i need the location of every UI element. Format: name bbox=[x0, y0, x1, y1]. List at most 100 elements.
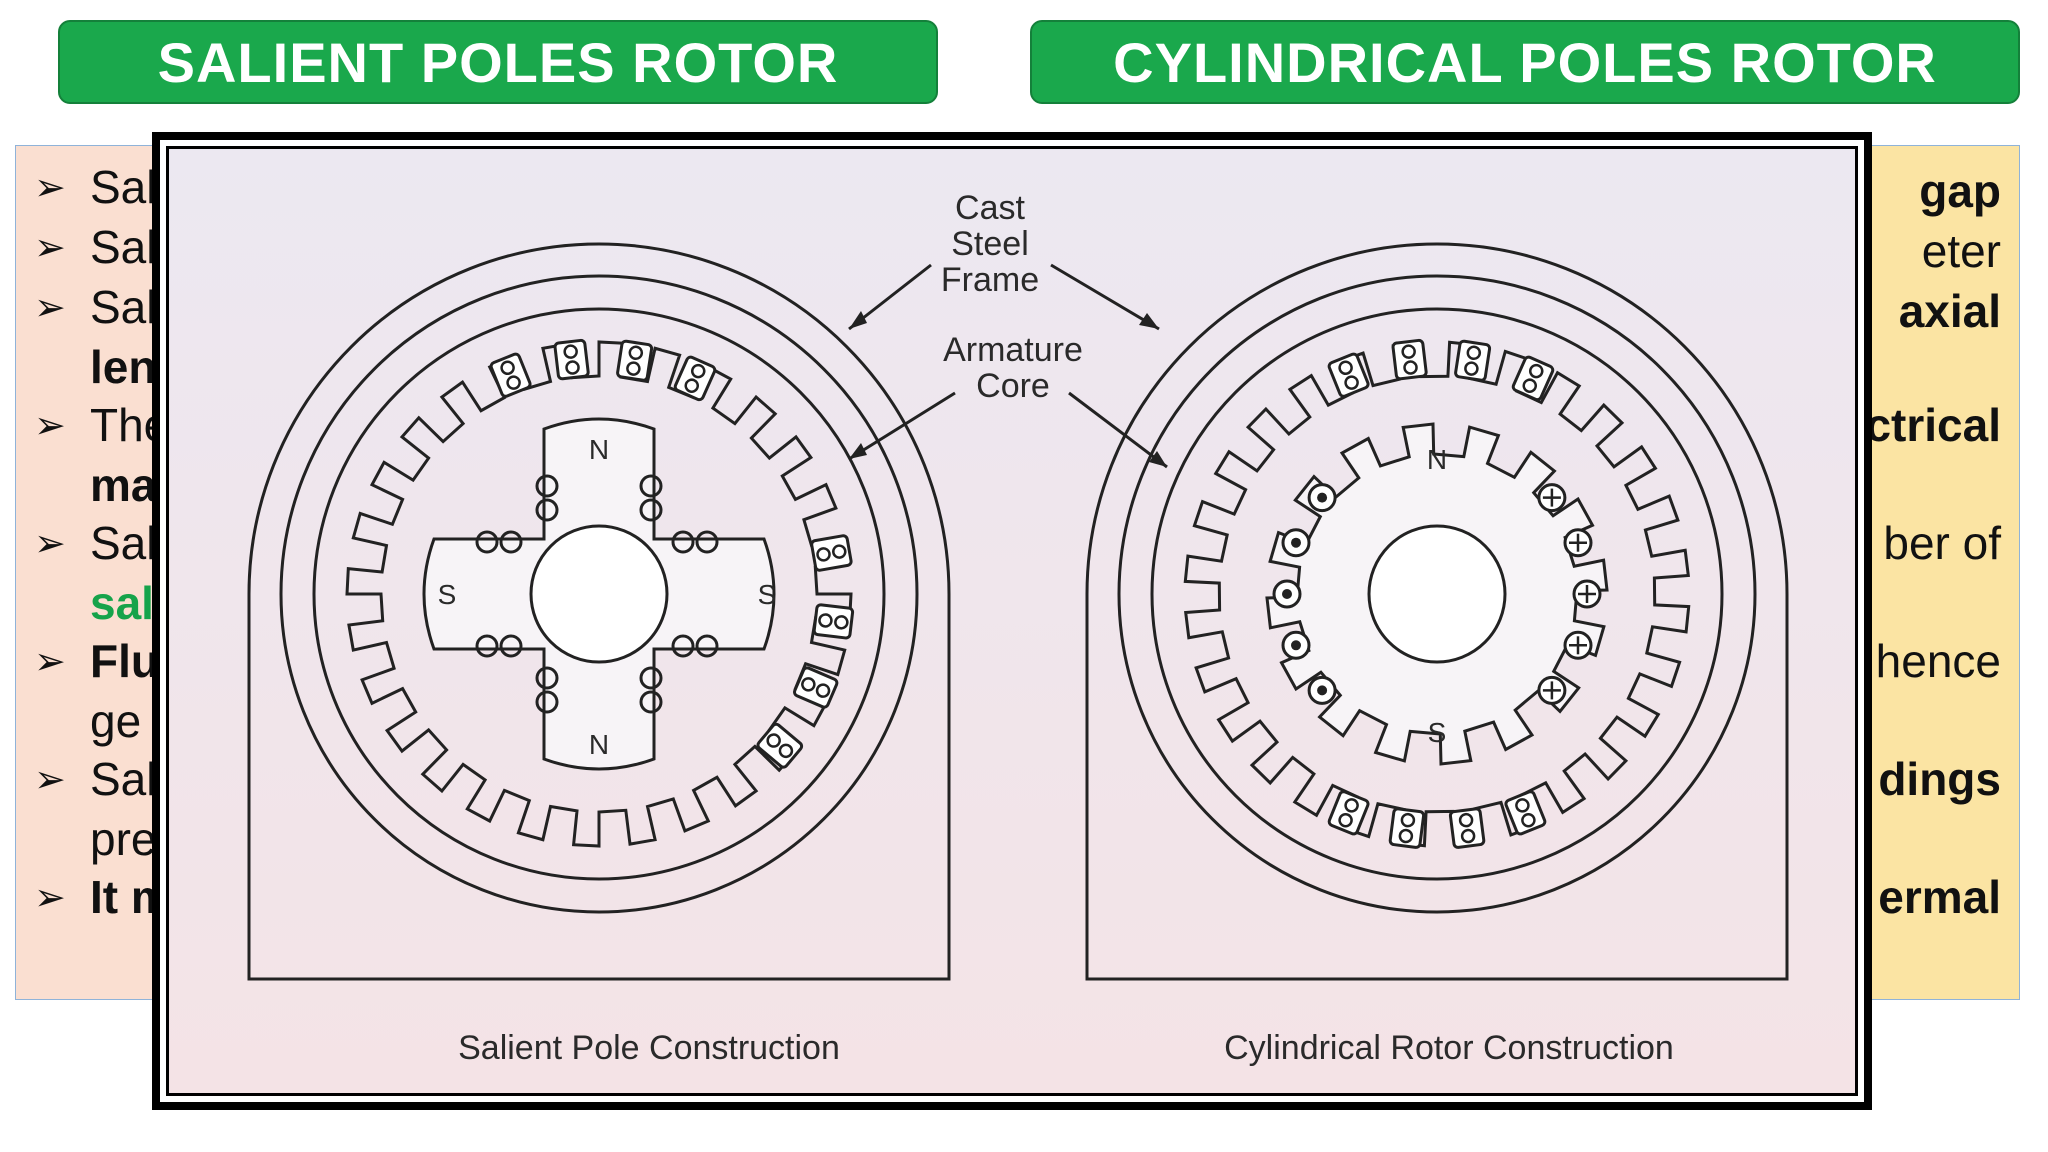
field-coil bbox=[535, 474, 559, 498]
left-line-3: Sal bbox=[90, 281, 157, 333]
conductor-dot-mark bbox=[1282, 589, 1292, 599]
pole-label-s: S bbox=[1428, 717, 1447, 748]
right-line-3: axial bbox=[1898, 285, 2001, 337]
armature-core-outer bbox=[1150, 307, 1724, 881]
armature-conductor bbox=[1338, 360, 1353, 376]
armature-coil-slot bbox=[1448, 807, 1486, 849]
armature-conductor bbox=[818, 613, 833, 628]
armature-coil-slot bbox=[489, 352, 532, 398]
conductor-dot-mark bbox=[1317, 685, 1328, 696]
stator-teeth bbox=[345, 340, 853, 848]
frame-pointer-right bbox=[1050, 263, 1160, 331]
salient-caption: Salient Pole Construction bbox=[458, 1029, 840, 1067]
bullet-arrow-icon: ➢ bbox=[34, 521, 66, 565]
armature-conductor bbox=[1458, 812, 1474, 828]
field-coil bbox=[475, 530, 499, 554]
bullet-arrow-icon: ➢ bbox=[34, 285, 66, 329]
right-line-7: dings bbox=[1878, 753, 2001, 805]
armature-coil-slot bbox=[673, 355, 717, 402]
field-coil bbox=[535, 666, 559, 690]
bullet-arrow-icon: ➢ bbox=[34, 403, 66, 447]
armature-coil-box bbox=[1454, 339, 1492, 382]
core-arrowhead-right bbox=[1149, 451, 1167, 467]
right-line-4: ctrical bbox=[1865, 399, 2001, 451]
pole-label-s: S bbox=[438, 579, 457, 610]
frame-arrowhead-right bbox=[1139, 313, 1159, 329]
armature-conductor bbox=[1398, 828, 1414, 844]
armature-coil-slot bbox=[810, 534, 853, 572]
field-coil bbox=[535, 498, 559, 522]
frame-inner-bore bbox=[279, 274, 919, 914]
left-line-1: Sal bbox=[90, 161, 157, 213]
armature-conductor bbox=[500, 360, 515, 376]
armature-conductor bbox=[834, 615, 849, 630]
field-coil bbox=[639, 666, 663, 690]
armature-coil-box bbox=[553, 338, 590, 381]
cylindrical-rotor-machine: NS bbox=[1085, 242, 1789, 981]
field-coil bbox=[695, 634, 719, 658]
bullet-arrow-icon: ➢ bbox=[34, 875, 66, 919]
armature-conductor bbox=[1400, 812, 1416, 828]
rotor-shaft bbox=[529, 524, 669, 664]
frame-inner-bore bbox=[1117, 274, 1757, 914]
left-line-10: ge bbox=[90, 695, 142, 747]
left-line-2: Sal bbox=[90, 221, 157, 273]
conductor-dot-mark bbox=[1291, 640, 1301, 651]
diagram-annotations: Cast Steel Frame Armature Core Salient P… bbox=[458, 189, 1674, 1067]
armature-conductor bbox=[506, 375, 521, 390]
armature-coil-slot bbox=[616, 339, 654, 382]
pole-label-n: N bbox=[589, 729, 609, 760]
armature-conductor bbox=[766, 733, 781, 748]
armature-coil-box bbox=[1327, 352, 1370, 398]
armature-conductor bbox=[626, 361, 641, 376]
armature-conductor bbox=[691, 363, 706, 379]
armature-conductor bbox=[1403, 360, 1418, 375]
salient-poles-header-label: SALIENT POLES ROTOR bbox=[157, 30, 839, 94]
armature-conductor bbox=[801, 677, 816, 692]
left-line-11: Sal bbox=[90, 753, 157, 805]
pole-label-n: N bbox=[589, 434, 609, 465]
field-coil bbox=[499, 530, 523, 554]
cylindrical-poles-header-label: CYLINDRICAL POLES ROTOR bbox=[1113, 30, 1937, 94]
armature-conductor bbox=[1344, 798, 1359, 813]
field-coil bbox=[671, 530, 695, 554]
armature-coil-box bbox=[1391, 338, 1428, 381]
conductor-dot-mark bbox=[1291, 537, 1301, 548]
armature-coil-slot bbox=[1388, 807, 1426, 849]
right-line-1: gap bbox=[1919, 165, 2001, 217]
pole-label-s: S bbox=[758, 579, 777, 610]
cylindrical-caption: Cylindrical Rotor Construction bbox=[1224, 1029, 1674, 1067]
core-pointer-right bbox=[1068, 391, 1168, 469]
armature-conductor bbox=[628, 345, 644, 361]
armature-conductor bbox=[815, 683, 831, 698]
armature-conductor bbox=[1464, 361, 1479, 376]
armature-coil-slot bbox=[553, 338, 590, 381]
armature-conductor bbox=[1521, 812, 1536, 828]
armature-coil-slot bbox=[792, 666, 839, 709]
armature-coil-box bbox=[616, 339, 654, 382]
left-line-7: Sal bbox=[90, 517, 157, 569]
armature-conductor bbox=[778, 743, 794, 759]
field-coil bbox=[475, 634, 499, 658]
armature-coil-slot bbox=[1327, 790, 1370, 836]
pole-label-n: N bbox=[1427, 444, 1447, 475]
bullet-arrow-icon: ➢ bbox=[34, 639, 66, 683]
armature-conductor bbox=[565, 360, 580, 375]
armature-conductor bbox=[1401, 344, 1416, 359]
armature-conductor bbox=[1344, 375, 1359, 390]
armature-conductor bbox=[1522, 378, 1537, 393]
armature-coil-slot bbox=[756, 722, 804, 769]
cast-steel-frame bbox=[247, 242, 951, 981]
armature-label-line-1: Armature bbox=[943, 331, 1083, 369]
right-line-8: ermal bbox=[1878, 871, 2001, 923]
armature-coil-box bbox=[812, 603, 855, 640]
armature-coil-box bbox=[756, 722, 804, 769]
armature-conductor bbox=[563, 344, 578, 359]
left-line-8: sal bbox=[90, 577, 154, 629]
armature-coil-slot bbox=[1391, 338, 1428, 381]
cast-label-line-2: Steel bbox=[951, 225, 1029, 263]
salient-pole-machine: N N S S bbox=[247, 242, 951, 981]
core-pointer-left bbox=[848, 391, 956, 461]
